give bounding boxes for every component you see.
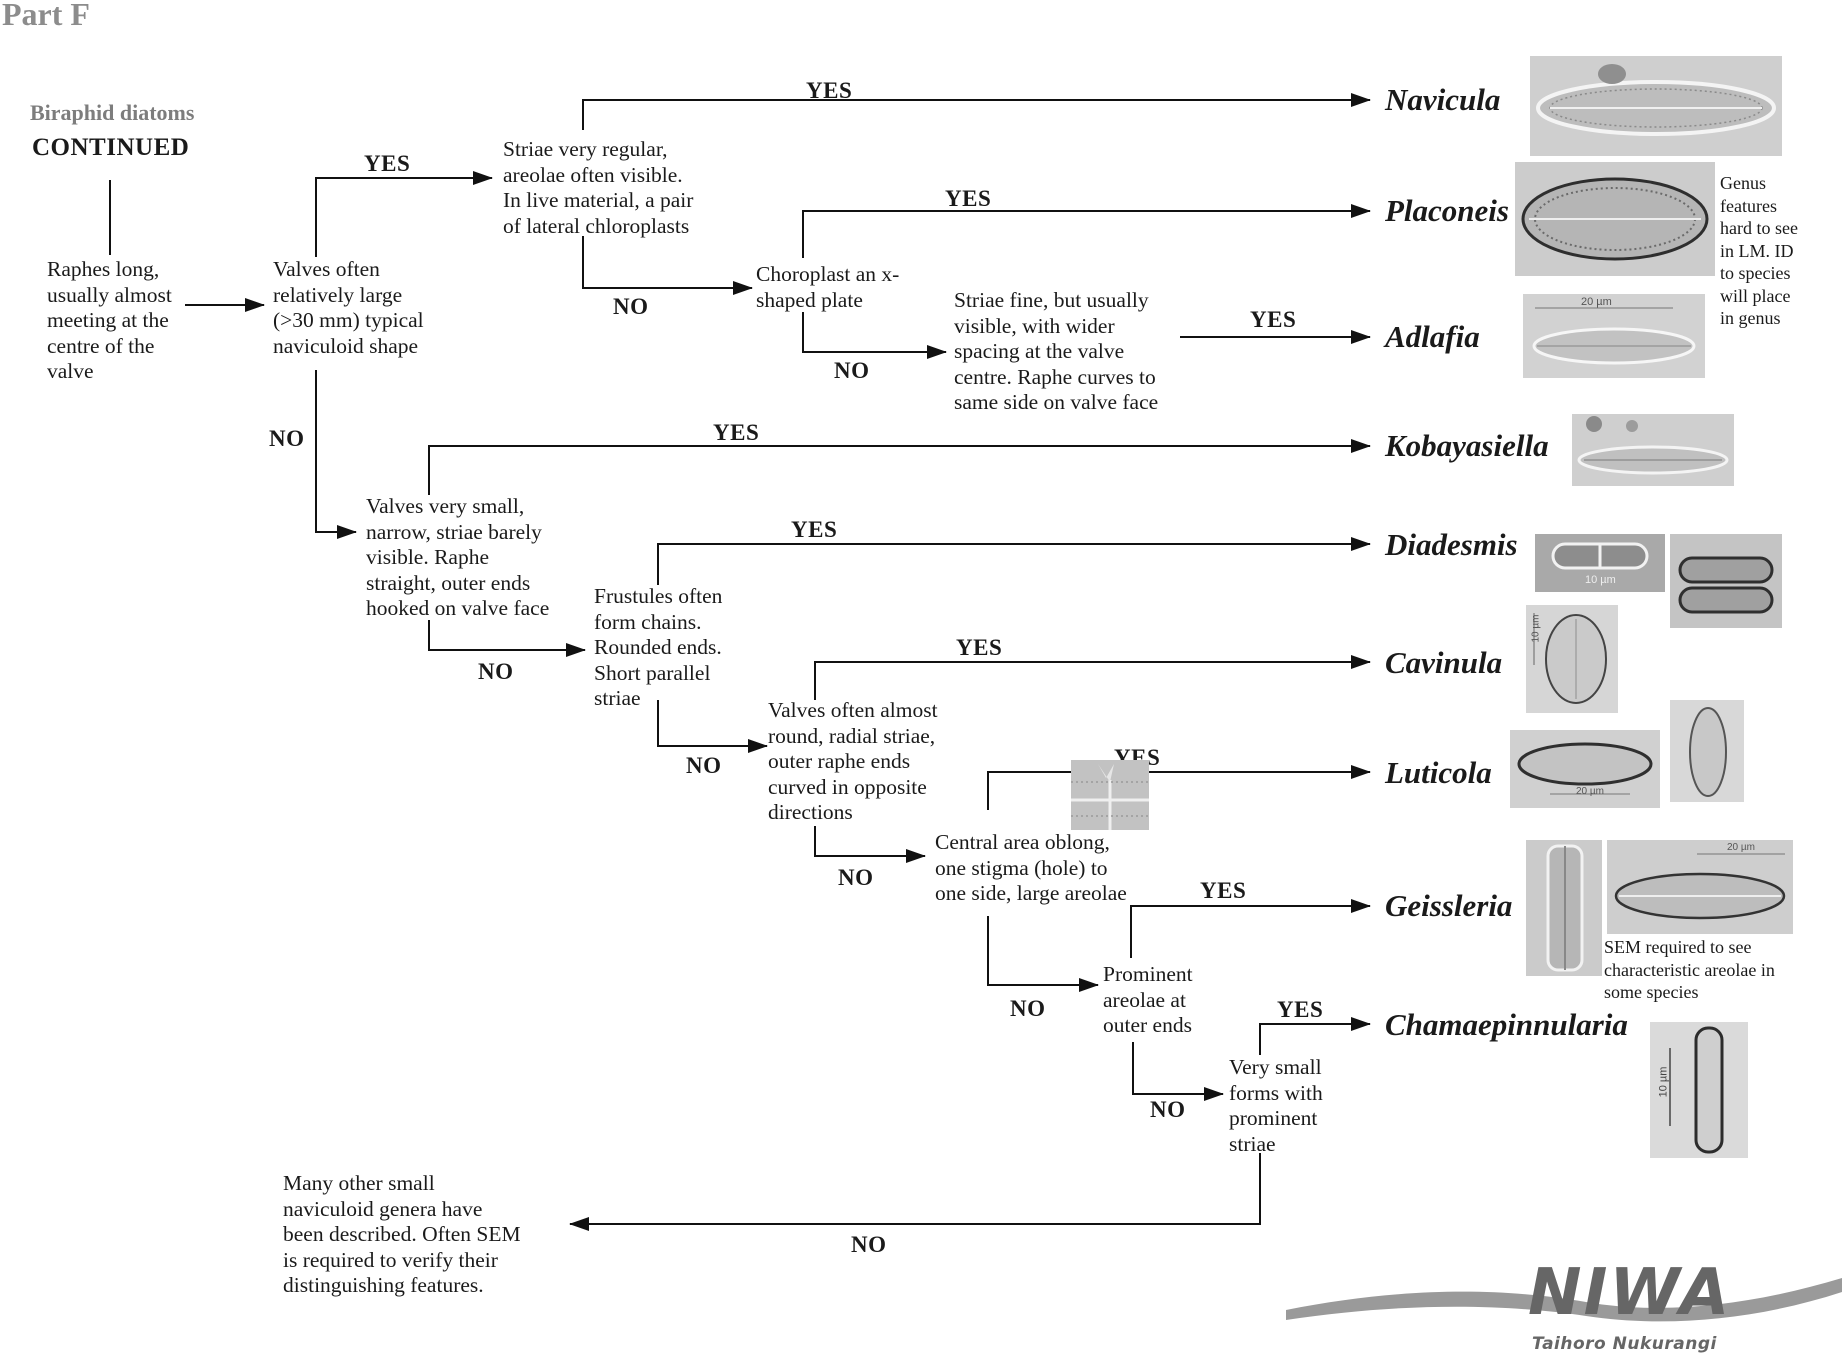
scale-bar-label: 10 µm	[1585, 574, 1616, 586]
micrograph-adlafia: 20 µm	[1523, 294, 1705, 378]
label-no: NO	[478, 659, 514, 684]
label-no: NO	[686, 753, 722, 778]
micrograph-geissleria: 20 µm	[1607, 840, 1793, 934]
part-heading: Part F	[2, 0, 90, 32]
node-striae-fine: Striae fine, but usually visible, with w…	[954, 288, 1159, 414]
micrograph-kobayasiella	[1572, 414, 1734, 486]
label-no: NO	[269, 426, 305, 451]
genus-navicula: Navicula	[1385, 82, 1501, 117]
genus-chamaepinnularia: Chamaepinnularia	[1385, 1007, 1628, 1042]
label-yes: YES	[1200, 878, 1247, 903]
genus-diadesmis: Diadesmis	[1385, 527, 1518, 562]
node-very-small-forms: Very small forms with prominent striae	[1229, 1055, 1323, 1156]
label-no: NO	[613, 294, 649, 319]
logo-wordmark: NIWA	[1528, 1256, 1732, 1330]
label-no: NO	[834, 358, 870, 383]
micrograph-geissleria-girdle	[1526, 840, 1602, 976]
label-no: NO	[838, 865, 874, 890]
label-yes: YES	[1250, 307, 1297, 332]
node-striae-very-regular: Striae very regular, areolae often visib…	[503, 137, 694, 238]
genus-kobayasiella: Kobayasiella	[1385, 428, 1549, 463]
node-valves-almost-round: Valves often almost round, radial striae…	[768, 698, 938, 824]
scale-bar-label: 10 µm	[1657, 1066, 1670, 1098]
node-raphes-long: Raphes long, usually almost meeting at t…	[47, 257, 172, 383]
node-chloroplast-x-shaped: Choroplast an x- shaped plate	[756, 262, 900, 312]
micrograph-luticola-detail	[1670, 700, 1744, 802]
genus-luticola: Luticola	[1385, 755, 1492, 790]
label-no: NO	[1150, 1097, 1186, 1122]
wave-icon	[1286, 1278, 1842, 1322]
node-frustules-chains: Frustules often form chains. Rounded end…	[594, 584, 723, 710]
logo-tagline: Taihoro Nukurangi	[1532, 1334, 1717, 1354]
scale-bar-label: 20 µm	[1581, 296, 1612, 308]
label-yes: YES	[364, 151, 411, 176]
genus-cavinula: Cavinula	[1385, 645, 1503, 680]
section-heading: Biraphid diatoms	[30, 100, 195, 125]
node-central-area-oblong: Central area oblong, one stigma (hole) t…	[935, 830, 1127, 905]
niwa-logo: NIWA Taihoro Nukurangi	[1286, 1256, 1842, 1358]
genus-placoneis: Placoneis	[1385, 193, 1509, 228]
label-yes: YES	[945, 186, 992, 211]
genus-geissleria: Geissleria	[1385, 888, 1513, 923]
scale-bar-label: 10 µm	[1530, 614, 1542, 643]
micrograph-central-area-inset	[1071, 760, 1149, 830]
node-many-other-genera: Many other small naviculoid genera have …	[283, 1171, 521, 1297]
label-yes: YES	[713, 420, 760, 445]
genus-adlafia: Adlafia	[1385, 319, 1480, 354]
micrograph-diadesmis-girdle	[1670, 534, 1782, 628]
label-yes: YES	[791, 517, 838, 542]
label-yes: YES	[956, 635, 1003, 660]
note-sem-required: SEM required to see characteristic areol…	[1604, 937, 1775, 1002]
label-yes: YES	[806, 78, 853, 103]
scale-bar-label: 20 µm	[1727, 842, 1755, 853]
micrograph-luticola: 20 µm	[1510, 730, 1660, 808]
micrograph-navicula	[1530, 56, 1782, 156]
scale-bar-label: 20 µm	[1576, 786, 1604, 797]
note-genus-features: Genus features hard to see in LM. ID to …	[1720, 173, 1798, 328]
micrograph-placoneis	[1515, 162, 1715, 276]
micrograph-diadesmis-chain: 10 µm	[1535, 534, 1665, 592]
label-no: NO	[1010, 996, 1046, 1021]
label-no: NO	[851, 1232, 887, 1257]
micrograph-chamaepinnularia: 10 µm	[1650, 1022, 1748, 1158]
node-valves-very-small: Valves very small, narrow, striae barely…	[366, 494, 550, 620]
node-prominent-areolae: Prominent areolae at outer ends	[1103, 962, 1193, 1037]
micrograph-cavinula: 10 µm	[1526, 605, 1618, 713]
continued-heading: CONTINUED	[32, 134, 190, 161]
node-valves-relatively-large: Valves often relatively large (>30 mm) t…	[273, 257, 424, 358]
label-yes: YES	[1277, 997, 1324, 1022]
